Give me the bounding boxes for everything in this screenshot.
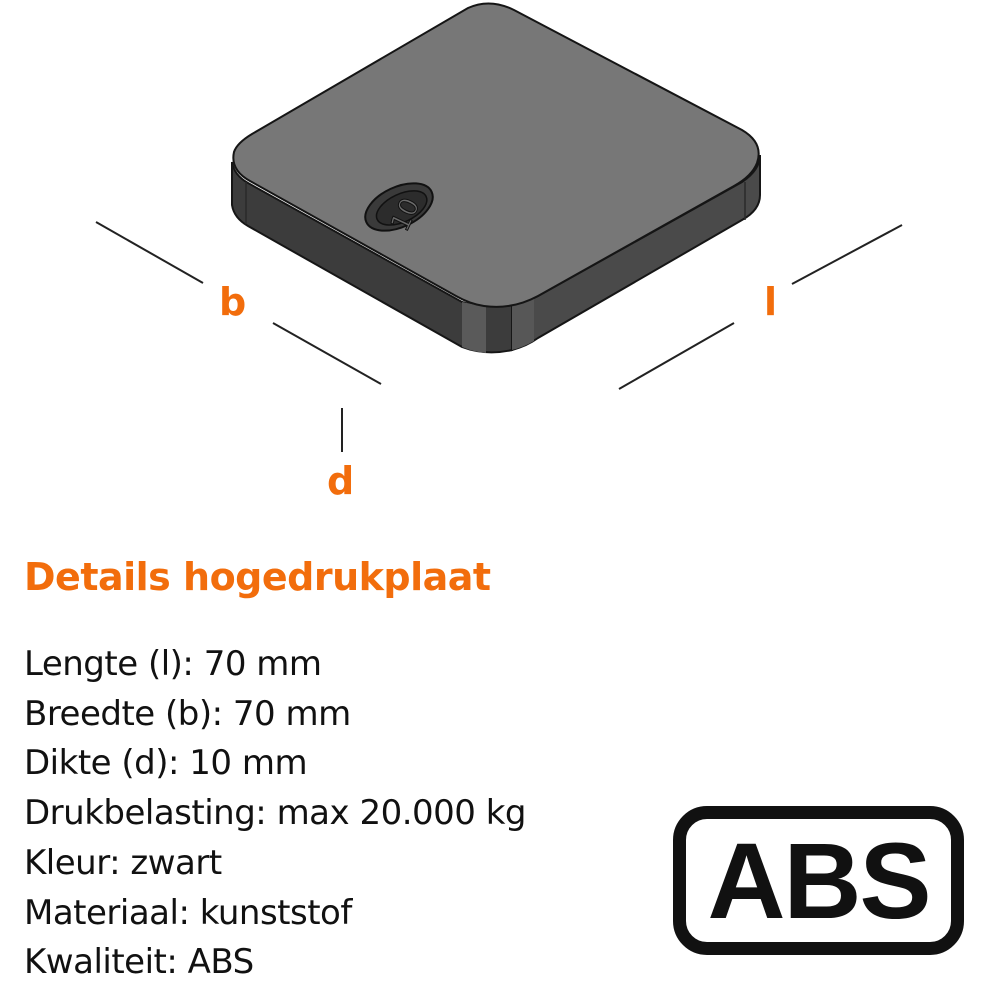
spec-material: Materiaal: kunststof <box>24 892 352 933</box>
plate-left-highlight <box>462 302 486 353</box>
product-illustration: 10 <box>95 2 903 452</box>
dim-line-l-upper <box>791 224 903 285</box>
pressure-plate: 10 <box>231 2 761 354</box>
spec-length: Lengte (l): 70 mm <box>24 644 322 684</box>
plate-top-face <box>232 2 760 308</box>
spec-color: Kleur: zwart <box>24 842 222 883</box>
spec-list: Lengte (l): 70 mm Breedte (b): 70 mm Dik… <box>24 640 527 988</box>
spec-thickness: Dikte (d): 10 mm <box>24 743 308 784</box>
dimension-label-d: d <box>327 459 355 503</box>
material-badge-label: ABS <box>707 819 931 941</box>
dimension-lines <box>95 221 903 452</box>
spec-width: Breedte (b): 70 mm <box>24 693 351 734</box>
spec-quality: Kwaliteit: ABS <box>24 942 254 983</box>
engraving-recess <box>364 182 434 232</box>
plate-right-highlight <box>512 298 534 350</box>
dim-line-l-lower <box>618 322 735 390</box>
spec-load-capacity: Drukbelasting: max 20.000 kg <box>24 793 527 834</box>
dim-line-b-upper <box>95 221 204 284</box>
material-badge: ABS <box>673 806 964 955</box>
dimension-label-b: b <box>219 280 247 324</box>
dimension-label-l: l <box>764 280 778 324</box>
dim-line-b-lower <box>272 322 382 385</box>
details-heading: Details hogedrukplaat <box>24 555 491 599</box>
